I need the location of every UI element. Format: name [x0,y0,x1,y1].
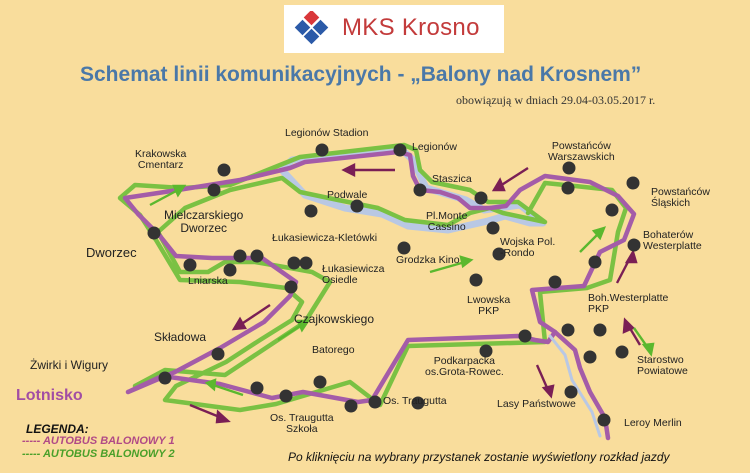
stop-dot-unlabeled[interactable] [350,199,364,213]
stop-label-lasy-panstwowe[interactable]: Lasy Państwowe [497,398,576,410]
stop-label-czajkowskiego[interactable]: Czajkowskiego [294,312,375,326]
line-1-route [122,149,637,405]
stop-dot-unlabeled[interactable] [183,258,197,272]
stop-label-leroy-merlin[interactable]: Leroy Merlin [624,417,682,429]
stop-lukasiewicza-kletowki[interactable] [287,256,301,270]
stop-dot-unlabeled[interactable] [250,249,264,263]
stop-dot-unlabeled[interactable] [250,381,264,395]
stop-label-legionow-stadion[interactable]: Legionów Stadion [285,127,369,139]
stop-podwale[interactable] [304,204,318,218]
stop-label-legionow[interactable]: Legionów [412,141,457,153]
stop-batorego[interactable] [313,375,327,389]
stop-skladowa[interactable] [211,347,225,361]
stop-mielczarskiego[interactable] [207,183,221,197]
logo: MKS Krosno [284,5,504,53]
logo-text: MKS Krosno [342,14,480,41]
stop-os-traugutta[interactable] [344,399,358,413]
stop-dot-unlabeled[interactable] [561,323,575,337]
line-1-arrows [189,163,642,424]
stop-dot-unlabeled[interactable] [583,350,597,364]
stop-label-lukasiewicza-kletowki[interactable]: Łukasiewicza-Kletówki [272,232,378,244]
stop-krakowska-cmentarz[interactable] [217,163,231,177]
stop-label-wojska-pol-rondo[interactable]: Wojska Pol.-Rondo [500,236,556,259]
stop-label-batorego[interactable]: Batorego [312,344,355,356]
stop-podkarpacka[interactable] [479,344,493,358]
stop-dot-unlabeled[interactable] [368,395,382,409]
legend-line-1: ----- AUTOBUS BALONOWY 1 [22,435,175,447]
legend-line-2: ----- AUTOBUS BALONOWY 2 [22,448,175,460]
place-lotnisko: Lotnisko [16,387,83,404]
stop-dot-unlabeled[interactable] [548,275,562,289]
stop-dot-unlabeled[interactable] [233,249,247,263]
stop-lniarska[interactable] [223,263,237,277]
stop-label-skladowa[interactable]: Składowa [154,330,207,344]
stop-dot-unlabeled[interactable] [147,226,161,240]
stop-dot-unlabeled[interactable] [411,396,425,410]
stop-powstancow-warszawskich[interactable] [562,161,576,175]
line-1-branch-shadow [548,334,602,438]
stop-powstancow-slaskich[interactable] [626,176,640,190]
stop-label-staszica[interactable]: Staszica [432,173,472,185]
stop-grodzka-kino[interactable] [397,241,411,255]
stop-bohaterow-westerplatte[interactable] [627,238,641,252]
stop-pl-monte-cassino[interactable] [474,191,488,205]
validity-dates: obowiązują w dniach 29.04-03.05.2017 r. [456,93,656,107]
stop-dot-unlabeled[interactable] [492,247,506,261]
stops-layer [147,143,641,427]
stop-lwowska-pkp[interactable] [469,273,483,287]
stop-legionow[interactable] [393,143,407,157]
place-dworzec: Dworzec [86,245,137,260]
stop-label-grodzka-kino[interactable]: Grodzka Kino [396,254,460,266]
stop-legionow-stadion[interactable] [315,143,329,157]
stop-lukasiewicza-osiedle[interactable] [299,256,313,270]
legend-title: LEGENDA: [26,422,89,436]
stop-lasy-panstwowe[interactable] [564,385,578,399]
stop-czajkowskiego[interactable] [284,280,298,294]
stop-starostwo-powiatowe[interactable] [615,345,629,359]
stop-label-lniarska[interactable]: Lniarska [188,275,228,287]
stop-dot-unlabeled[interactable] [605,203,619,217]
stop-os-traugutta-szkola[interactable] [279,389,293,403]
stop-zwirki-i-wigury[interactable] [158,371,172,385]
stop-staszica[interactable] [413,183,427,197]
stop-boh-westerplatte-pkp[interactable] [588,255,602,269]
stop-wojska-pol-rondo[interactable] [486,221,500,235]
line-2-route [117,142,629,413]
footer-note: Po kliknięciu na wybrany przystanek zost… [288,450,670,464]
stop-label-podwale[interactable]: Podwale [327,189,368,201]
stop-label-os-traugutta[interactable]: Os. Traugutta [383,395,447,407]
stop-leroy-merlin[interactable] [597,413,611,427]
stop-dot-unlabeled[interactable] [518,329,532,343]
line-2-arrows [149,184,655,397]
stop-dot-unlabeled[interactable] [561,181,575,195]
stop-dot-unlabeled[interactable] [593,323,607,337]
mks-logo-icon [294,11,329,45]
page-title: Schemat linii komunikacyjnych - „Balony … [80,63,642,86]
stop-label-zwirki-i-wigury[interactable]: Żwirki i Wigury [30,358,108,372]
